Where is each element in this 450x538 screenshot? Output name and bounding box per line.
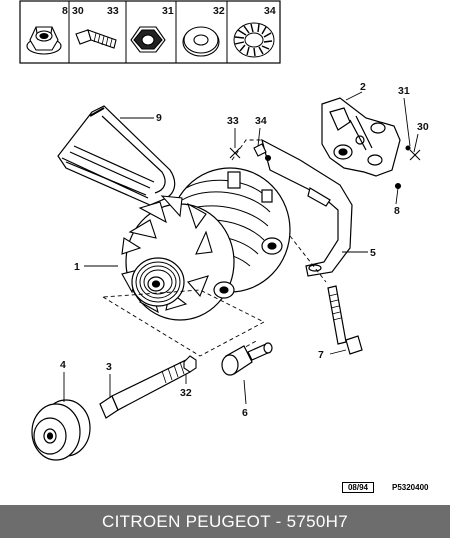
bolt-nut: [183, 355, 197, 373]
support-bracket: [321, 97, 401, 177]
callout-33: 33: [227, 115, 239, 127]
strip-num-32: 32: [213, 5, 225, 17]
callout-7: 7: [318, 349, 324, 361]
alternator: [121, 167, 291, 321]
callout-6: 6: [242, 407, 248, 419]
revision-date: 08/94: [347, 483, 369, 492]
revision-date-box: 08/94: [342, 482, 374, 493]
spacer-bushing: [221, 342, 273, 376]
hardware-strip: 8 30 33 31 32 34: [19, 0, 281, 64]
callout-32: 32: [180, 387, 192, 399]
poly-v-belt: [57, 105, 176, 206]
nut-icon: [130, 26, 166, 53]
long-bolt: [99, 359, 191, 419]
callout-2: 2: [360, 81, 366, 93]
callout-5: 5: [370, 247, 376, 259]
footer-banner: CITROEN PEUGEOT - 5750H7: [0, 505, 450, 538]
flat-washer-icon: [182, 26, 220, 57]
strip-num-33: 33: [107, 5, 119, 17]
callout-3: 3: [106, 361, 112, 373]
strip-num-30: 30: [72, 5, 84, 17]
flange-nut-icon: [26, 26, 62, 55]
small-fasteners: [229, 143, 421, 190]
footer-text: CITROEN PEUGEOT - 5750H7: [102, 512, 348, 531]
idler-pulley: [31, 399, 91, 461]
strip-num-34: 34: [264, 5, 276, 17]
stud-bolt: [327, 285, 363, 355]
bolt-icon: [75, 29, 117, 49]
strip-num-8: 8: [62, 5, 68, 17]
callout-31: 31: [398, 85, 410, 97]
callout-8: 8: [394, 205, 400, 217]
diagram-code: P5320400: [392, 483, 429, 492]
callout-34: 34: [255, 115, 267, 127]
strip-num-31: 31: [162, 5, 174, 17]
lock-washer-icon: [233, 22, 275, 58]
callout-4: 4: [60, 359, 66, 371]
leader-lines: [63, 91, 419, 405]
callout-labels: 9 2 33 34 31 30 8 1 5 7 4 3 32 6: [60, 81, 429, 419]
callout-30: 30: [417, 121, 429, 133]
callout-1: 1: [74, 261, 80, 273]
callout-9: 9: [156, 112, 162, 124]
mounting-bracket: [261, 138, 353, 277]
